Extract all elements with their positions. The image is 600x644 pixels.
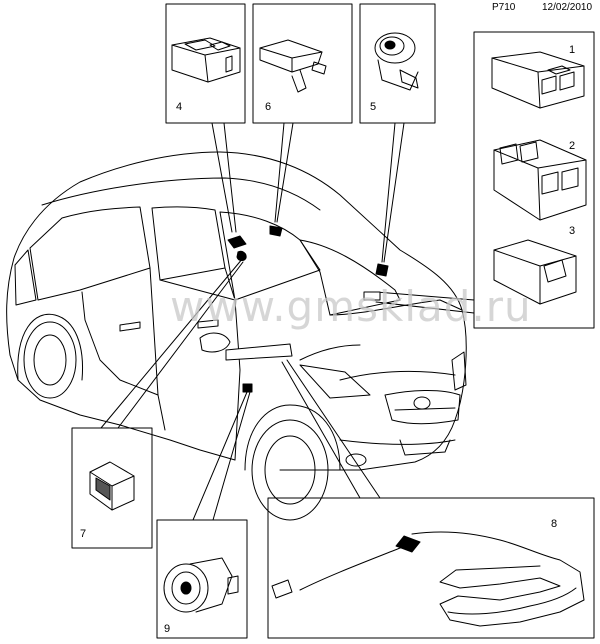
callout-1: 1 xyxy=(569,44,575,56)
callout-6: 6 xyxy=(265,101,271,113)
diagram-code: P710 xyxy=(492,2,516,13)
part-5-sensor xyxy=(374,32,419,91)
callout-9: 9 xyxy=(164,623,170,635)
leader-lines xyxy=(100,122,475,521)
callout-5: 5 xyxy=(370,101,376,113)
diagram-date: 12/02/2010 xyxy=(542,2,593,13)
part-7-switch xyxy=(89,461,135,511)
callout-4: 4 xyxy=(176,101,182,113)
part-2-double-switch xyxy=(493,139,587,221)
part-1-switch-panel xyxy=(491,51,585,109)
callout-3: 3 xyxy=(569,225,575,237)
part-8-heater-mat xyxy=(271,531,585,627)
part-4-switch xyxy=(171,37,241,83)
part-9-knob xyxy=(163,557,239,613)
part-6-module xyxy=(259,39,327,93)
watermark: www.gmsklad.ru xyxy=(170,282,532,331)
callout-frames xyxy=(71,3,595,639)
part-3-switch-unit xyxy=(493,239,577,305)
on-car-components xyxy=(225,225,389,393)
callout-8: 8 xyxy=(551,518,557,530)
callout-2: 2 xyxy=(569,140,575,152)
callout-7: 7 xyxy=(80,528,86,540)
callout-numbers: 4 6 5 1 2 3 7 9 8 xyxy=(80,44,575,635)
car-illustration xyxy=(6,151,467,521)
